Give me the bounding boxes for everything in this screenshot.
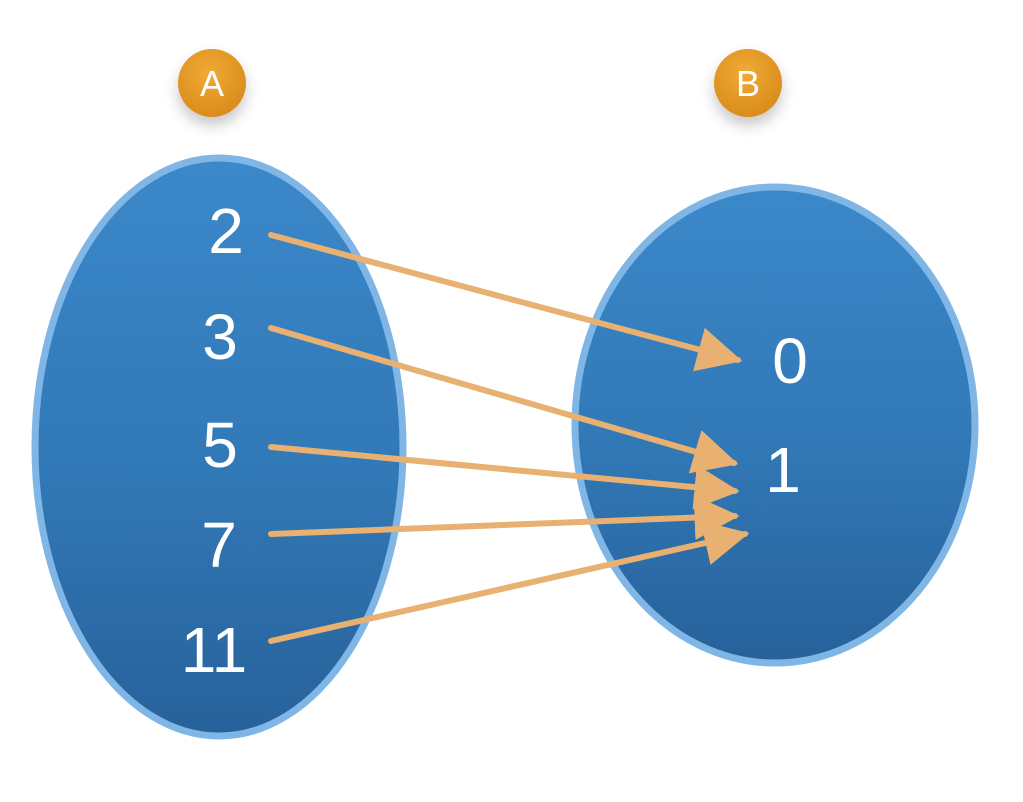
element-2: 2: [208, 195, 244, 267]
set-a-badge: A: [178, 49, 246, 117]
set-b-badge: B: [714, 49, 782, 117]
element-11: 11: [181, 614, 247, 686]
set-b-label: B: [736, 63, 760, 104]
element-5: 5: [202, 409, 238, 481]
set-a-elements: 2 3 5 7 11: [181, 195, 247, 686]
set-a-label: A: [200, 63, 224, 104]
element-0: 0: [772, 325, 808, 397]
arrow-7-to-1: [268, 495, 740, 541]
mapping-arrows: [268, 232, 750, 644]
set-b-elements: 0 1: [765, 325, 808, 506]
element-7: 7: [201, 509, 237, 581]
element-3: 3: [202, 301, 238, 373]
arrow-3-to-1: [268, 325, 739, 474]
arrow-11-to-1: [268, 520, 750, 644]
element-1: 1: [765, 434, 801, 506]
arrow-2-to-0: [268, 232, 743, 372]
set-a-ellipse: [31, 154, 407, 740]
set-b-ellipse: [571, 183, 979, 667]
arrow-5-to-1: [268, 444, 740, 510]
